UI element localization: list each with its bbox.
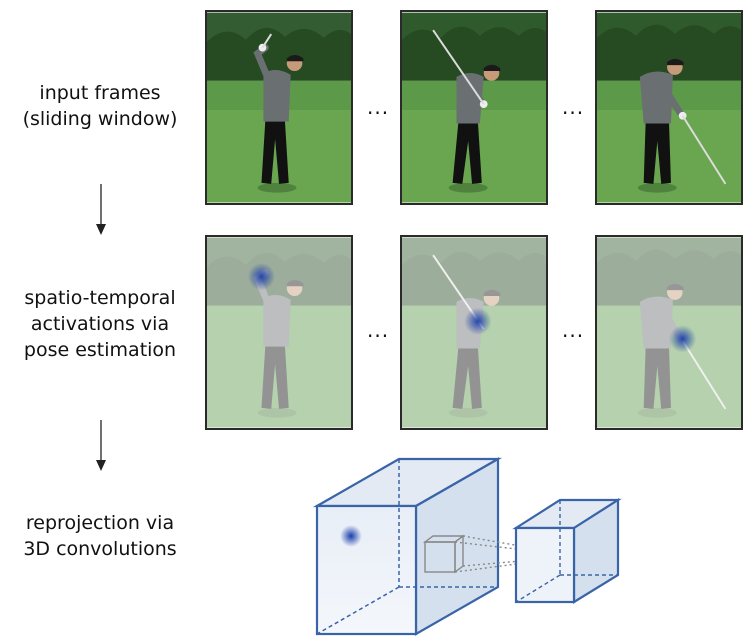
input-frames-label: input frames (sliding window) [22, 82, 178, 130]
activation-frame-3 [595, 235, 743, 430]
convolution-diagram [312, 457, 622, 636]
input-volume-cube [312, 457, 503, 636]
golfer-frame-image [207, 237, 351, 428]
down-arrow-icon [96, 184, 106, 235]
golfer-frame-image [597, 12, 741, 203]
golfer-frame-image [402, 12, 546, 203]
input-frame-2 [400, 10, 548, 205]
ellipsis: ... [562, 95, 585, 119]
reprojection-label: reprojection via 3D convolutions [23, 512, 177, 560]
input-frame-3 [595, 10, 743, 205]
activation-frame-2 [400, 235, 548, 430]
input-frame-1 [205, 10, 353, 205]
ellipsis: ... [367, 95, 390, 119]
golfer-frame-image [402, 237, 546, 428]
activations-label: spatio-temporal activations via pose est… [23, 287, 177, 361]
output-volume-cube [512, 497, 622, 604]
heat-blob [340, 525, 362, 547]
golfer-frame-image [597, 237, 741, 428]
golfer-frame-image [207, 12, 351, 203]
ellipsis: ... [562, 318, 585, 342]
activation-frame-1 [205, 235, 353, 430]
down-arrow-icon [96, 420, 106, 471]
ellipsis: ... [367, 318, 390, 342]
